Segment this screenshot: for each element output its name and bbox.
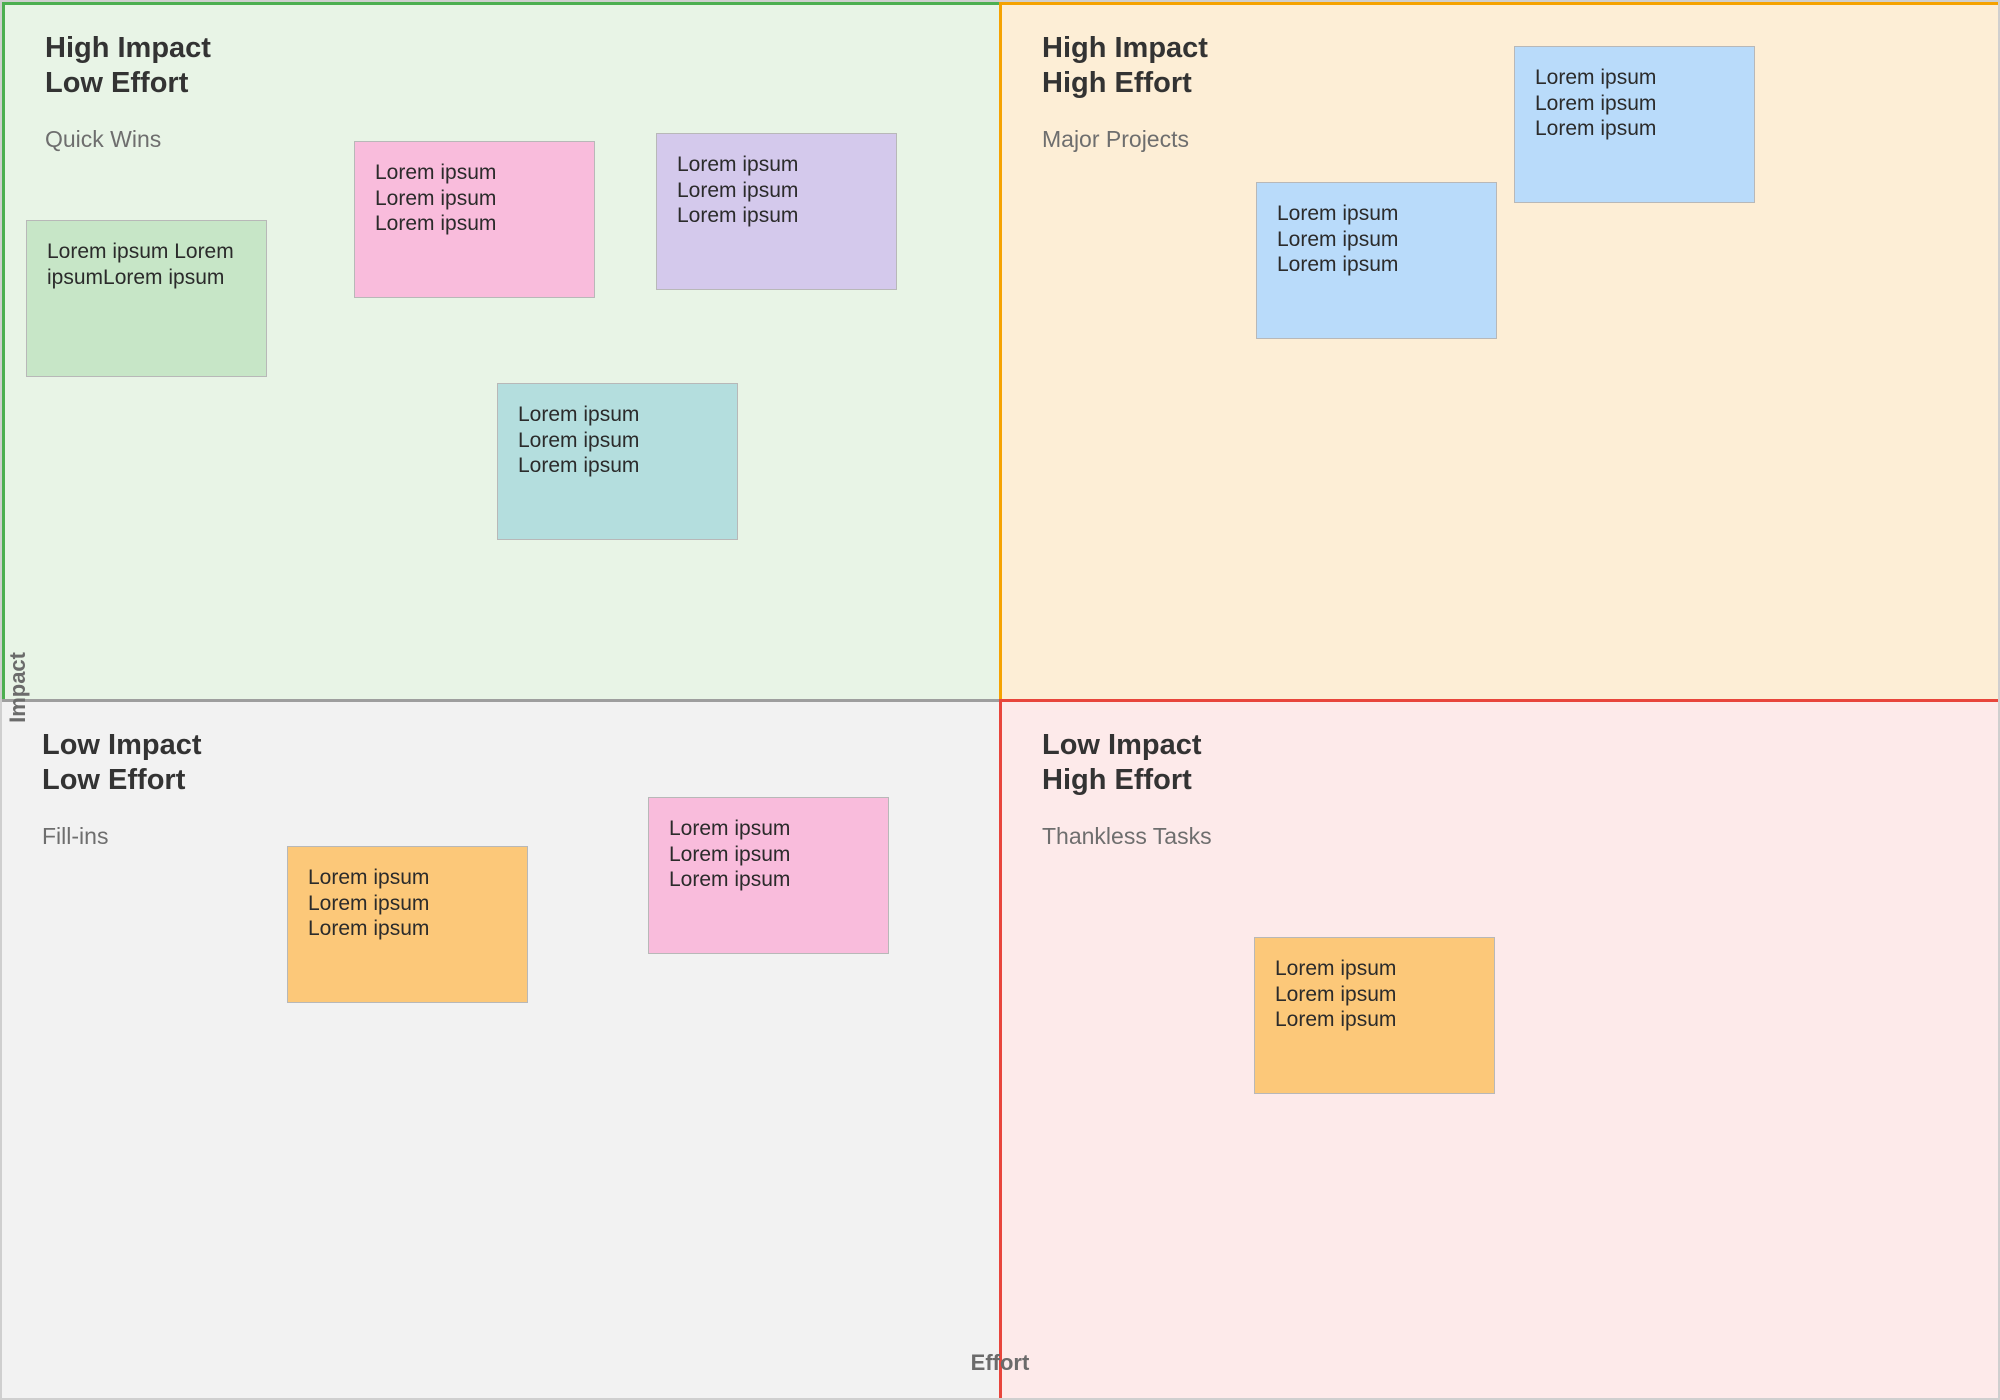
sticky-note[interactable]: Lorem ipsum Lorem ipsum Lorem ipsum <box>1256 182 1497 339</box>
quadrant-subtitle: Fill-ins <box>42 822 109 849</box>
sticky-note[interactable]: Lorem ipsum Lorem ipsum Lorem ipsum <box>287 846 528 1003</box>
quadrant-heading-high-impact-high-effort: High Impact High Effort Major Projects <box>1042 31 1208 153</box>
quadrant-subtitle: Quick Wins <box>45 125 162 152</box>
quadrant-title: Low Impact High Effort <box>1042 729 1202 797</box>
sticky-note[interactable]: Lorem ipsum Lorem ipsum Lorem ipsum <box>648 797 889 954</box>
sticky-note[interactable]: Lorem ipsum Lorem ipsum Lorem ipsum <box>497 383 738 540</box>
quadrant-subtitle: Major Projects <box>1042 125 1189 152</box>
sticky-note[interactable]: Lorem ipsum Lorem ipsum Lorem ipsum <box>1254 937 1495 1094</box>
sticky-note[interactable]: Lorem ipsum Lorem ipsum Lorem ipsum <box>354 141 595 298</box>
quadrant-heading-low-impact-low-effort: Low Impact Low Effort Fill-ins <box>42 728 202 850</box>
quadrant-heading-high-impact-low-effort: High Impact Low Effort Quick Wins <box>45 31 211 153</box>
axis-label-effort: Effort <box>970 1350 1030 1375</box>
quadrant-title: Low Impact Low Effort <box>42 729 202 797</box>
quadrant-title: High Impact High Effort <box>1042 32 1208 100</box>
sticky-note[interactable]: Lorem ipsum Lorem ipsum Lorem ipsum <box>656 133 897 290</box>
sticky-note[interactable]: Lorem ipsum Lorem ipsumLorem ipsum <box>26 220 267 377</box>
quadrant-high-impact-high-effort[interactable]: High Impact High Effort Major Projects <box>999 2 1998 699</box>
quadrant-title: High Impact Low Effort <box>45 32 211 100</box>
quadrant-subtitle: Thankless Tasks <box>1042 822 1212 849</box>
axis-label-impact: Impact <box>5 652 30 723</box>
quadrant-heading-low-impact-high-effort: Low Impact High Effort Thankless Tasks <box>1042 728 1212 850</box>
quadrant-low-impact-high-effort[interactable]: Low Impact High Effort Thankless Tasks <box>999 699 1998 1398</box>
sticky-note[interactable]: Lorem ipsum Lorem ipsum Lorem ipsum <box>1514 46 1755 203</box>
